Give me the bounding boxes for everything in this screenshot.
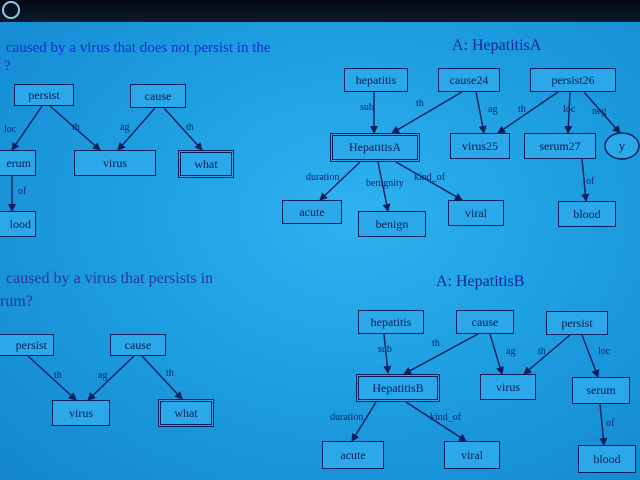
edge-g4-cause-virus	[489, 333, 504, 375]
node-g3-cause24: cause24	[438, 68, 500, 92]
node-g3-viral: viral	[448, 200, 504, 226]
node-g4-persist: persist	[546, 311, 608, 335]
edge-g2-cause-virus	[87, 355, 135, 401]
label-g1-ag: ag	[120, 122, 130, 133]
node-g2-virus: virus	[52, 400, 110, 426]
node-g3-persist26: persist26	[530, 68, 616, 92]
top-bar	[0, 0, 640, 22]
edge-g1-cause-virus	[117, 107, 156, 151]
circle-icon	[2, 1, 20, 19]
edge-g3-hepatitisA-viral	[395, 161, 463, 201]
answer-hepatitis-b: A: HepatitisB	[436, 273, 525, 290]
node-g1-blood: lood	[0, 211, 36, 237]
node-g4-cause: cause	[456, 310, 514, 334]
node-g3-hepatitis: hepatitis	[344, 68, 408, 92]
label-g3-sub: sub	[360, 102, 374, 113]
node-g3-acute: acute	[282, 200, 342, 224]
label-g3-of: of	[586, 176, 595, 187]
label-g2-th2: th	[166, 368, 174, 379]
label-g3-ag: ag	[488, 104, 498, 115]
edge-g3-serum27-blood	[581, 158, 590, 202]
edge-g3-cause24-virus25	[475, 91, 487, 134]
node-g4-virus: virus	[480, 374, 536, 400]
label-g4-of: of	[606, 418, 615, 429]
label-g3-th1: th	[416, 98, 424, 109]
node-g3-y-outline	[604, 132, 640, 160]
label-g4-duration: duration	[330, 412, 364, 423]
edge-g4-hepatitis-hepatitisB	[383, 333, 392, 374]
label-g1-of: of	[18, 186, 27, 197]
label-g3-th2: th	[518, 104, 526, 115]
label-g1-loc: loc	[4, 124, 17, 135]
question-1-line-2: ?	[4, 58, 11, 74]
label-g4-kind-of: kind_of	[430, 412, 462, 423]
label-g4-th1: th	[432, 338, 440, 349]
edge-g4-persist-serum	[581, 334, 600, 378]
label-g2-th1: th	[54, 370, 62, 381]
edge-g1-persist-serum	[11, 105, 43, 151]
node-g4-acute: acute	[322, 441, 384, 469]
edge-g1-persist-virus	[49, 105, 101, 151]
label-g4-loc: loc	[598, 346, 611, 357]
node-g1-serum: erum	[0, 150, 36, 176]
label-g4-sub: sub	[378, 344, 392, 355]
edge-g1-cause-what	[163, 107, 203, 151]
node-g1-cause: cause	[130, 84, 186, 108]
label-g3-kind-of: kind_of	[414, 172, 446, 183]
node-g3-hepatitisA: HepatitisA	[330, 133, 420, 162]
edge-g3-hepatitisA-acute	[319, 161, 361, 201]
node-g2-persist: persist	[0, 334, 54, 356]
label-g3-loc: loc	[563, 104, 576, 115]
node-g3-blood: blood	[558, 201, 616, 227]
edge-g2-cause-what	[141, 355, 183, 400]
edge-g4-persist-virus	[523, 334, 571, 375]
label-g3-benignity: benignity	[366, 178, 404, 189]
node-g4-viral: viral	[444, 441, 500, 469]
node-g4-hepatitis: hepatitis	[358, 310, 424, 334]
label-g2-ag: ag	[98, 370, 108, 381]
edge-g2-persist-virus	[27, 355, 77, 401]
edge-g4-hepatitisB-acute	[351, 401, 377, 442]
node-g4-blood: blood	[578, 445, 636, 473]
edge-g3-persist26-virus25	[497, 91, 559, 134]
node-g3-virus25: virus25	[450, 133, 510, 159]
label-g1-th1: th	[72, 122, 80, 133]
edge-g3-cause24-hepatitisA	[391, 91, 463, 134]
node-g3-y: y	[618, 138, 626, 153]
edge-g3-persist26-serum27	[564, 91, 573, 134]
edge-g4-cause-hepatitisB	[403, 333, 479, 375]
label-g3-neg: neg	[592, 106, 607, 117]
label-g3-duration: duration	[306, 172, 340, 183]
answer-hepatitis-a: A: HepatitisA	[452, 37, 542, 54]
label-g4-th2: th	[538, 346, 546, 357]
label-g4-ag: ag	[506, 346, 516, 357]
node-g2-cause: cause	[110, 334, 166, 356]
edge-g4-serum-blood	[599, 403, 608, 446]
node-g3-serum27: serum27	[524, 133, 596, 159]
edge-g3-persist26-y	[583, 91, 621, 134]
edge-g4-hepatitisB-viral	[405, 401, 467, 442]
node-g2-what: what	[158, 399, 214, 427]
question-2-line-2: rum?	[0, 293, 33, 310]
node-g4-serum: serum	[572, 377, 630, 404]
node-g1-virus: virus	[74, 150, 156, 176]
question-1-line-1: caused by a virus that does not persist …	[6, 40, 271, 56]
question-2-line-1: caused by a virus that persists in	[6, 270, 214, 287]
edge-g3-hepatitisA-benign	[377, 161, 391, 212]
label-g1-th2: th	[186, 122, 194, 133]
node-g4-hepatitisB: HepatitisB	[356, 374, 440, 402]
node-g1-persist: persist	[14, 84, 74, 106]
node-g1-what: what	[178, 150, 234, 178]
node-g3-benign: benign	[358, 211, 426, 237]
